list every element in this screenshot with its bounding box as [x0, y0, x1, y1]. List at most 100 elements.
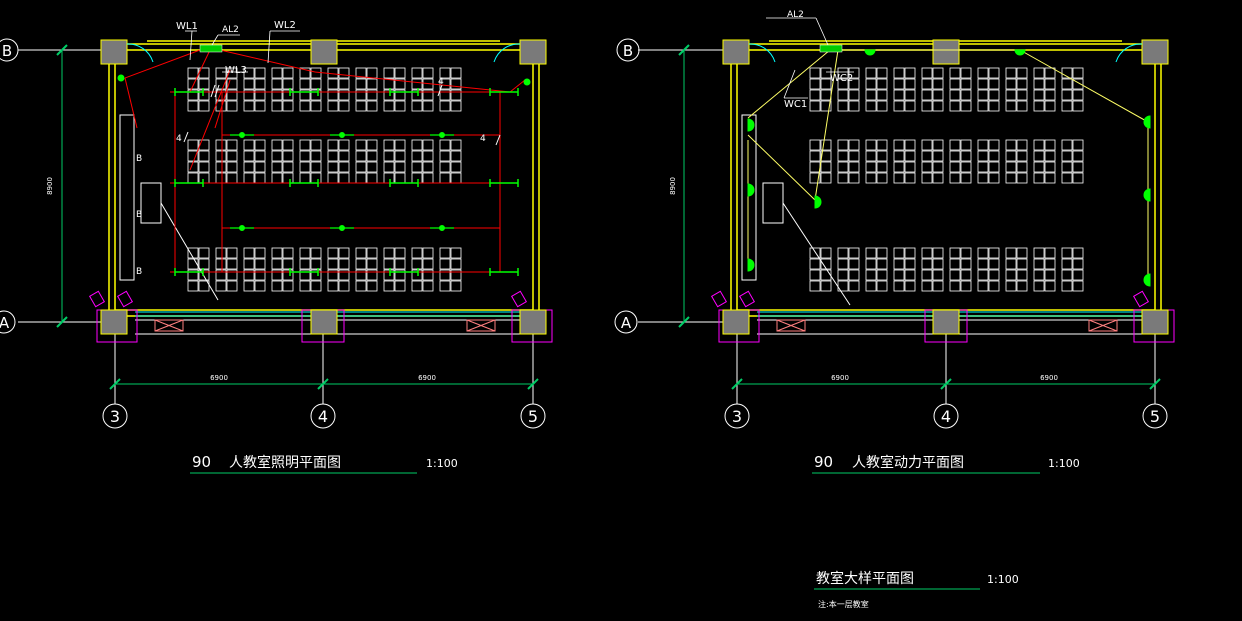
desk: [366, 100, 378, 112]
desk: [932, 161, 944, 173]
lighting-label-leaders: [185, 30, 300, 73]
board-fixture-node: [239, 225, 245, 231]
desk: [949, 161, 961, 173]
desk: [327, 89, 339, 101]
desk: [394, 247, 406, 259]
lighting-label-wl3: WL3: [225, 65, 247, 76]
desk: [243, 172, 255, 184]
desk: [977, 280, 989, 292]
wall-socket-right: [1143, 273, 1151, 287]
desk: [904, 161, 916, 173]
desk: [366, 150, 378, 162]
desk: [1072, 100, 1084, 112]
desk: [226, 78, 238, 90]
desk: [1044, 89, 1056, 101]
desk: [893, 161, 905, 173]
desk: [837, 161, 849, 173]
desk: [411, 150, 423, 162]
sheet-title: 教室大样平面图: [816, 570, 914, 587]
power-walls: [730, 40, 1162, 317]
desk: [1005, 89, 1017, 101]
desk: [243, 100, 255, 112]
lighting-blackboard: [119, 114, 219, 301]
desk: [848, 247, 860, 259]
power-ac-units: [776, 319, 1118, 332]
desk: [310, 150, 322, 162]
desk: [310, 67, 322, 79]
svg-text:B: B: [623, 42, 633, 60]
desk: [394, 150, 406, 162]
desk: [988, 78, 1000, 90]
lighting-doors: [126, 43, 521, 63]
desk: [848, 67, 860, 79]
desk: [327, 139, 339, 151]
power-columns: [722, 39, 1169, 335]
desk: [1044, 247, 1056, 259]
desk: [383, 150, 395, 162]
desk: [411, 269, 423, 281]
desk: [932, 269, 944, 281]
desk: [299, 258, 311, 270]
desk: [254, 78, 266, 90]
desk: [949, 247, 961, 259]
desk: [366, 258, 378, 270]
desk: [921, 247, 933, 259]
power-axis-5: 5: [1142, 403, 1168, 429]
desk: [355, 161, 367, 173]
desk: [837, 78, 849, 90]
desk: [422, 247, 434, 259]
desk: [366, 269, 378, 281]
desk: [837, 269, 849, 281]
desk: [1044, 150, 1056, 162]
desk: [226, 258, 238, 270]
desk: [338, 269, 350, 281]
desk: [282, 78, 294, 90]
desk: [271, 78, 283, 90]
desk: [848, 150, 860, 162]
desk: [254, 258, 266, 270]
lighting-dim-vertical: 8900: [46, 177, 54, 195]
desk: [226, 139, 238, 151]
desk: [282, 258, 294, 270]
desk: [1016, 139, 1028, 151]
desk: [383, 67, 395, 79]
desk: [439, 100, 451, 112]
desk: [299, 100, 311, 112]
desk: [282, 89, 294, 101]
lighting-wire-count-3: 4: [480, 134, 486, 144]
desk: [921, 161, 933, 173]
desk: [355, 258, 367, 270]
desk: [876, 78, 888, 90]
desk: [243, 161, 255, 173]
desk: [394, 78, 406, 90]
desk: [949, 258, 961, 270]
power-label-wc1: WC1: [784, 99, 807, 110]
desk: [422, 100, 434, 112]
desk: [310, 172, 322, 184]
desk: [271, 100, 283, 112]
svg-text:B: B: [2, 42, 12, 60]
board-fixture-node: [339, 225, 345, 231]
desk: [921, 67, 933, 79]
desk: [355, 247, 367, 259]
desk: [422, 280, 434, 292]
desk: [282, 269, 294, 281]
desk: [271, 247, 283, 259]
desk: [383, 89, 395, 101]
desk: [422, 172, 434, 184]
desk: [932, 258, 944, 270]
desk: [893, 67, 905, 79]
desk: [809, 100, 821, 112]
desk: [198, 172, 210, 184]
desk: [271, 258, 283, 270]
svg-text:5: 5: [1150, 407, 1160, 426]
desk: [215, 78, 227, 90]
desk: [960, 67, 972, 79]
desk: [1005, 67, 1017, 79]
desk: [215, 280, 227, 292]
desk: [848, 78, 860, 90]
sheet-title-block: 教室大样平面图 1:100 注:本一层教室: [814, 570, 1019, 609]
lighting-panel-ap-box: [199, 44, 223, 53]
desk: [949, 280, 961, 292]
desk: [299, 139, 311, 151]
